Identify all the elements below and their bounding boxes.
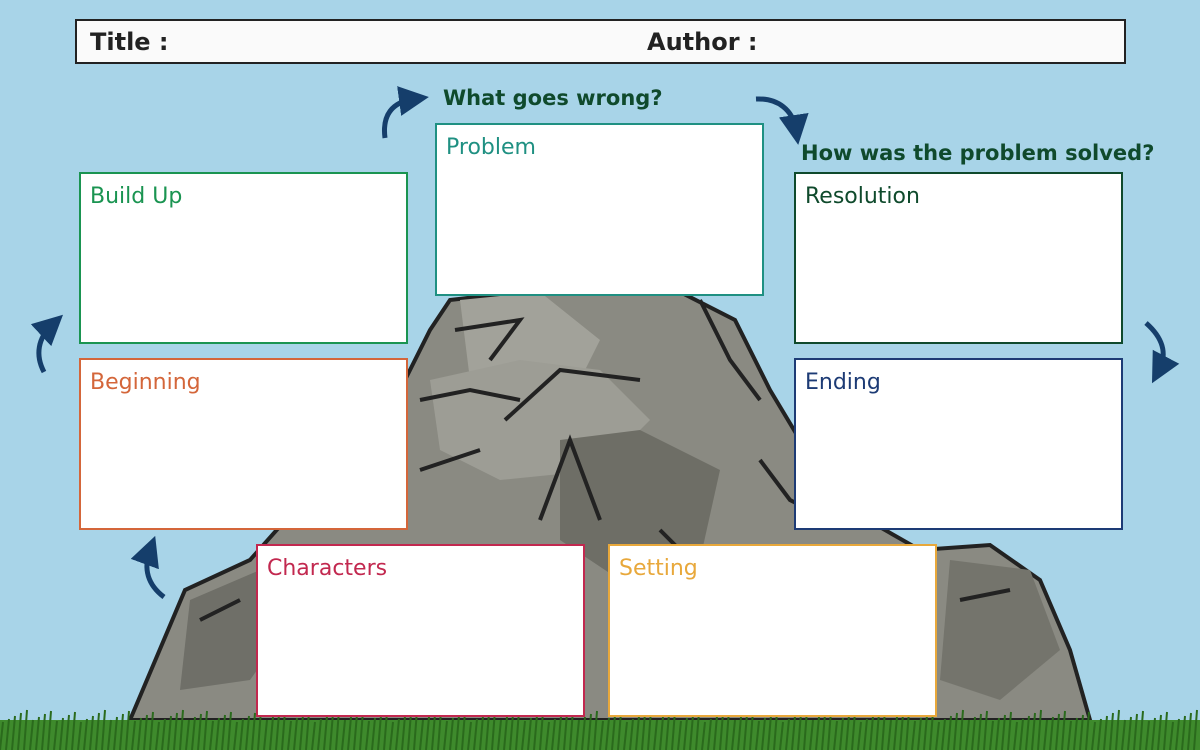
characters-box[interactable]: Characters bbox=[256, 544, 585, 717]
resolution-question: How was the problem solved? bbox=[801, 141, 1155, 165]
resolution-label: Resolution bbox=[805, 184, 920, 209]
title-label: Title : bbox=[90, 28, 169, 56]
author-label: Author : bbox=[647, 28, 758, 56]
curved-arrow-icon bbox=[1144, 321, 1180, 384]
beginning-label: Beginning bbox=[90, 370, 201, 395]
grass bbox=[0, 709, 1200, 750]
setting-label: Setting bbox=[619, 556, 698, 581]
beginning-box[interactable]: Beginning bbox=[79, 358, 408, 530]
resolution-box[interactable]: Resolution bbox=[794, 172, 1123, 344]
curved-arrow-icon bbox=[30, 314, 63, 374]
ending-box[interactable]: Ending bbox=[794, 358, 1123, 530]
curved-arrow-icon bbox=[130, 535, 166, 599]
curved-arrow-icon bbox=[381, 86, 429, 139]
setting-box[interactable]: Setting bbox=[608, 544, 937, 717]
title-author-bar: Title : Author : bbox=[75, 19, 1126, 64]
characters-label: Characters bbox=[267, 556, 388, 581]
problem-label: Problem bbox=[446, 135, 536, 160]
problem-question: What goes wrong? bbox=[443, 86, 663, 110]
curved-arrow-icon bbox=[755, 96, 809, 145]
build-up-label: Build Up bbox=[90, 184, 183, 209]
build-up-box[interactable]: Build Up bbox=[79, 172, 408, 344]
ending-label: Ending bbox=[805, 370, 881, 395]
problem-box[interactable]: Problem bbox=[435, 123, 764, 296]
